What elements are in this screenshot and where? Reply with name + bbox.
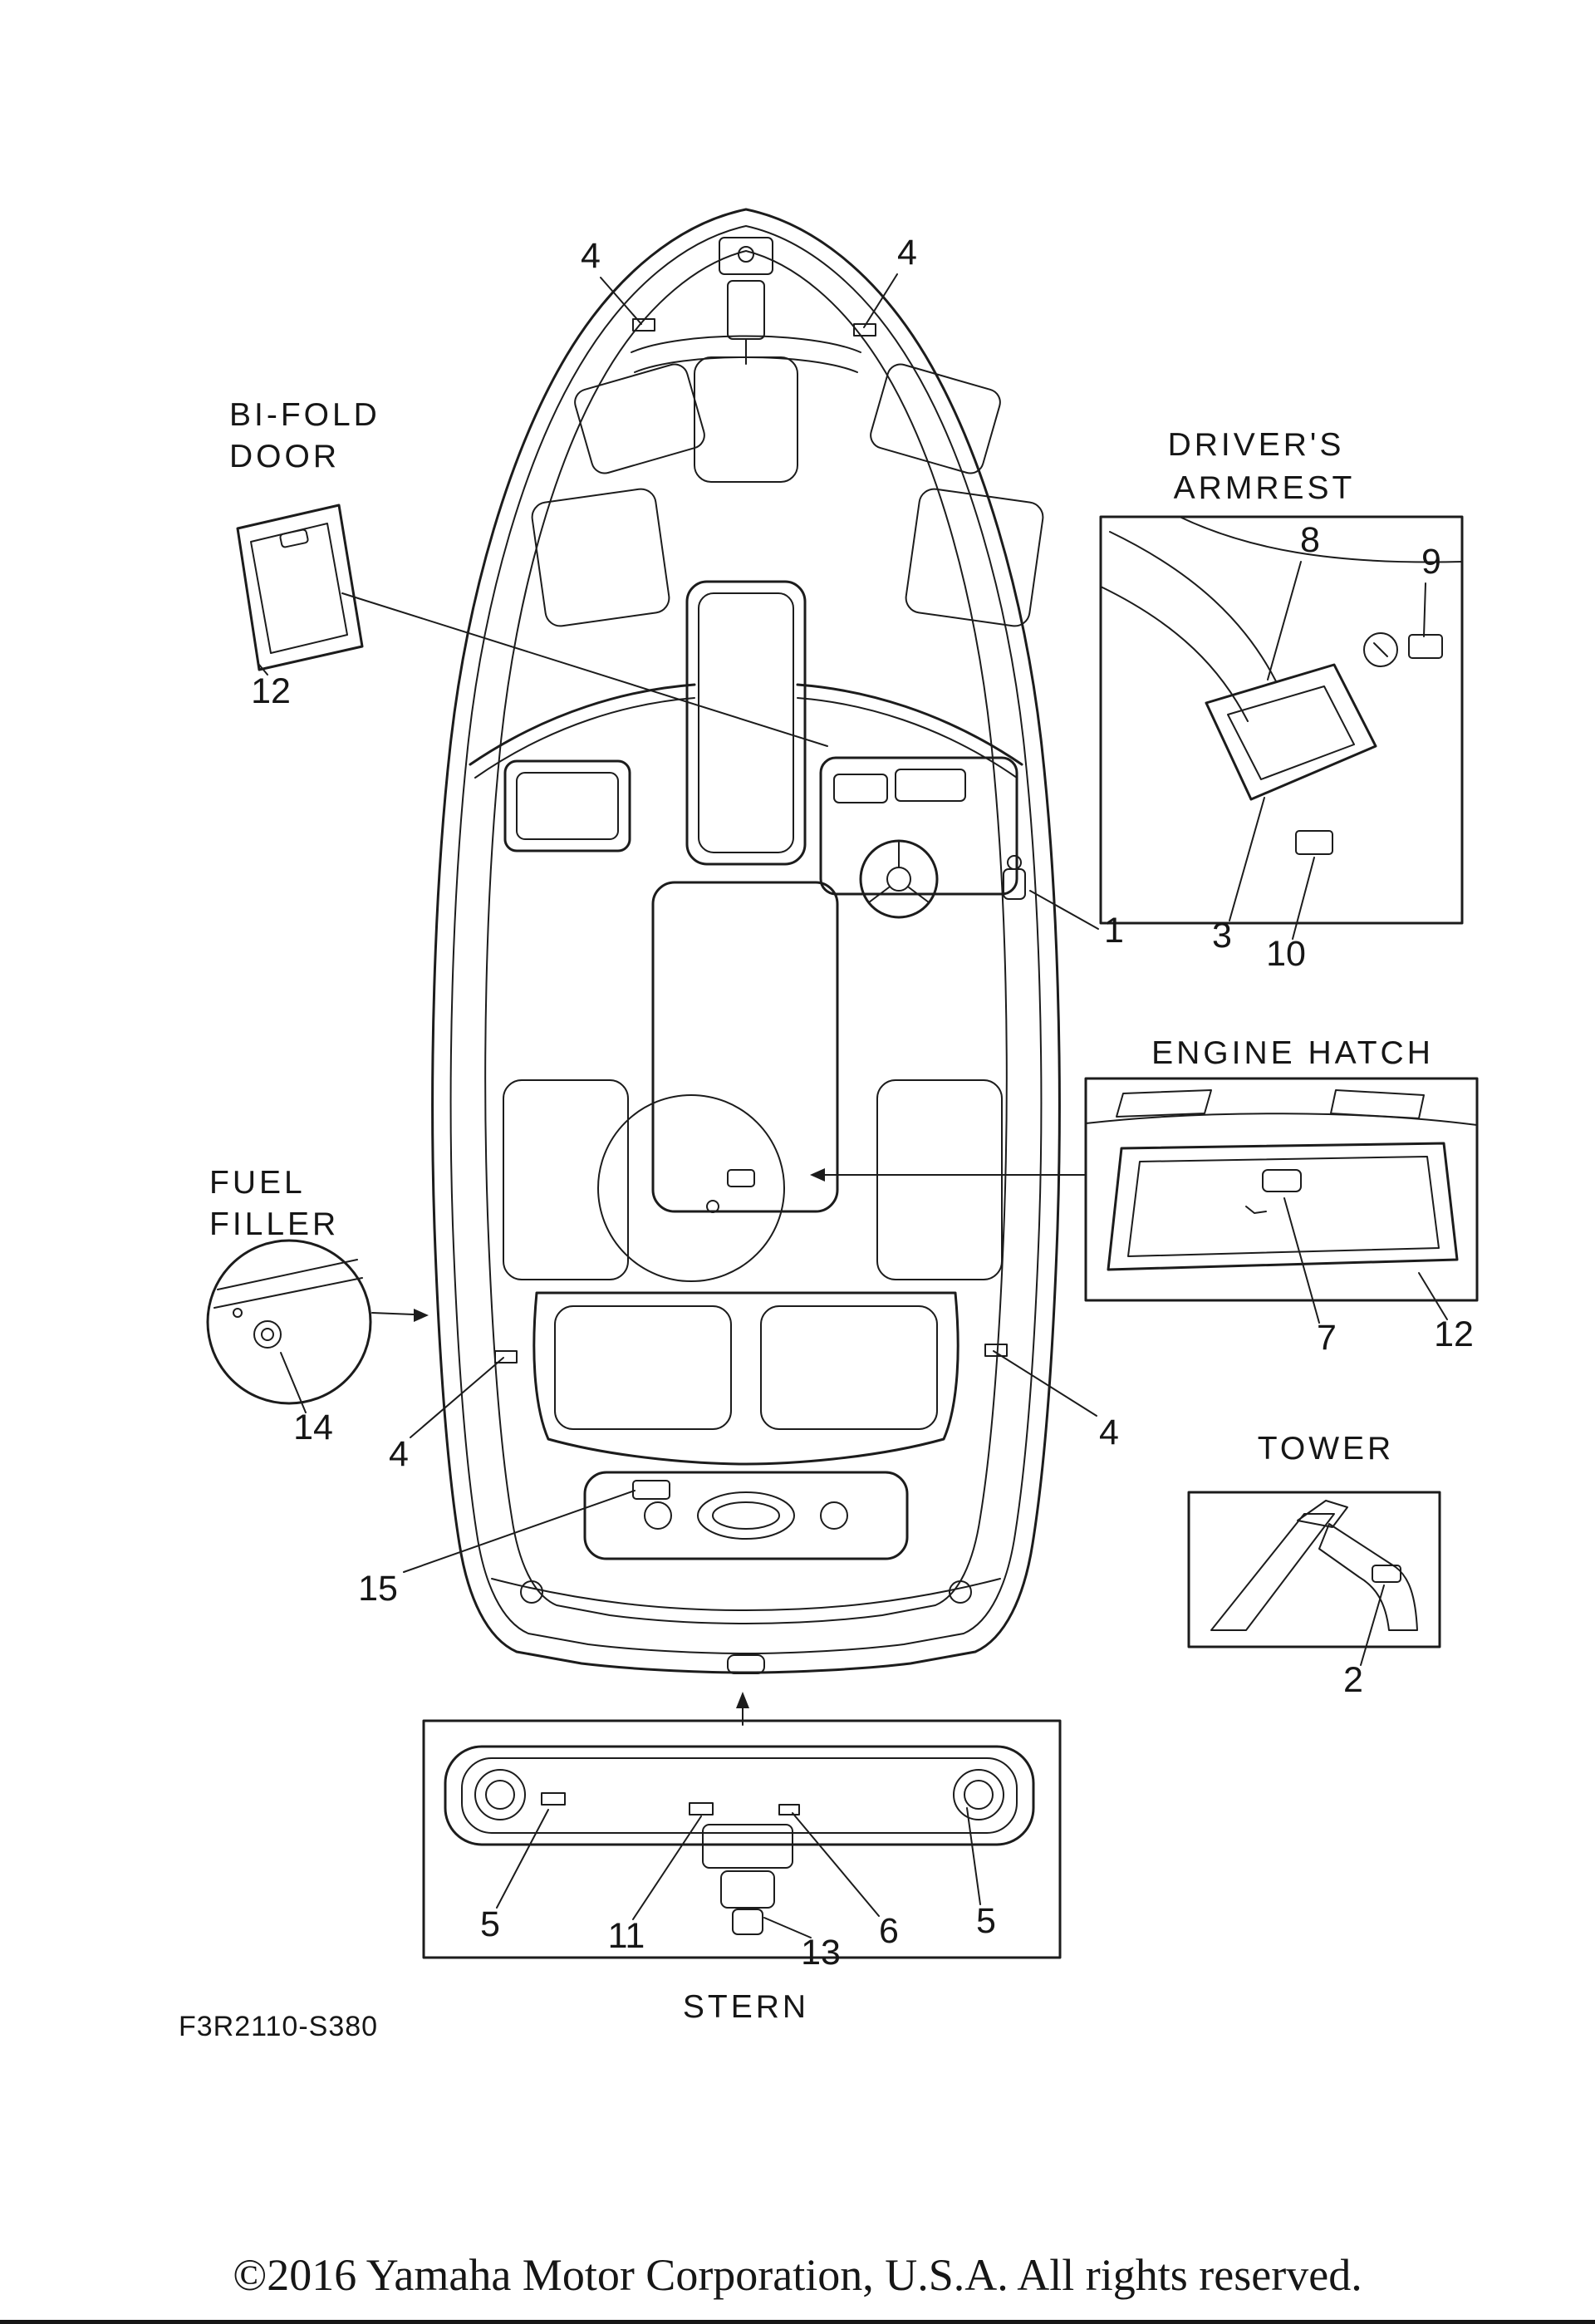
callout-1: 1 [1104,911,1124,951]
stern-deck [491,1578,1001,1674]
callout-5-stern-left: 5 [480,1904,500,1944]
callout-10-armrest: 10 [1266,934,1306,974]
callout-14-fuel-filler: 14 [293,1408,333,1447]
label-drivers-armrest-line2: ARMREST [1174,470,1356,506]
callout-2-tower: 2 [1343,1660,1363,1700]
engine-hatch-inset [810,1077,1479,1324]
stern-inset [422,1692,1062,1959]
label-engine-hatch: ENGINE HATCH [1151,1035,1434,1071]
callout-12-engine-hatch: 12 [1434,1314,1474,1354]
windshield [469,683,1023,779]
bottom-edge-divider [0,2320,1595,2324]
callout-11-stern: 11 [608,1916,645,1956]
label-fuel-filler-line2: FILLER [209,1206,339,1242]
bow-cushions [531,335,1044,627]
copyright-text: ©2016 Yamaha Motor Corporation, U.S.A. A… [233,2250,1362,2300]
cockpit-floor [651,881,839,1213]
main-leader-lines [403,273,1099,1573]
callout-4-bow-right: 4 [897,233,917,273]
callout-4-mid-left: 4 [389,1434,409,1474]
callout-4-mid-right: 4 [1099,1413,1119,1452]
callout-9-armrest: 9 [1421,542,1441,582]
label-bifold-door-line1: BI-FOLD [229,397,380,433]
bifold-door-inset [236,504,828,747]
diagram-part-code: F3R2110-S380 [179,2011,378,2042]
callout-5-stern-right: 5 [976,1901,996,1941]
label-stern: STERN [683,1989,809,2025]
callout-12-bifold: 12 [251,671,291,711]
label-drivers-armrest-line1: DRIVER'S [1168,427,1345,463]
swim-platform [583,1471,909,1560]
callout-8-armrest: 8 [1300,520,1320,560]
callout-13-stern: 13 [801,1933,841,1973]
center-walkway [685,580,807,866]
sundeck [532,1291,959,1466]
helm-console [819,756,1018,896]
callout-3-armrest: 3 [1212,916,1232,956]
side-lockers [503,1079,1003,1280]
boat-hull-outlines [431,208,1061,1674]
callout-6-stern: 6 [879,1911,899,1951]
decal-location-marks [494,318,1008,1363]
steering-wheel [859,839,939,919]
callout-4-bow-left: 4 [581,236,601,276]
throttle-lever [1003,855,1026,900]
fuel-filler-inset [206,1239,429,1413]
bow-windlass [719,237,773,365]
callout-15: 15 [358,1569,398,1609]
drivers-armrest-inset [1099,515,1464,940]
port-console [503,759,631,852]
label-tower: TOWER [1258,1431,1394,1467]
tower-inset [1187,1491,1441,1666]
label-bifold-door-line2: DOOR [229,439,340,474]
callout-7-engine-hatch: 7 [1317,1318,1337,1358]
label-fuel-filler-line1: FUEL [209,1165,306,1201]
engine-hatch-area [597,1094,785,1282]
